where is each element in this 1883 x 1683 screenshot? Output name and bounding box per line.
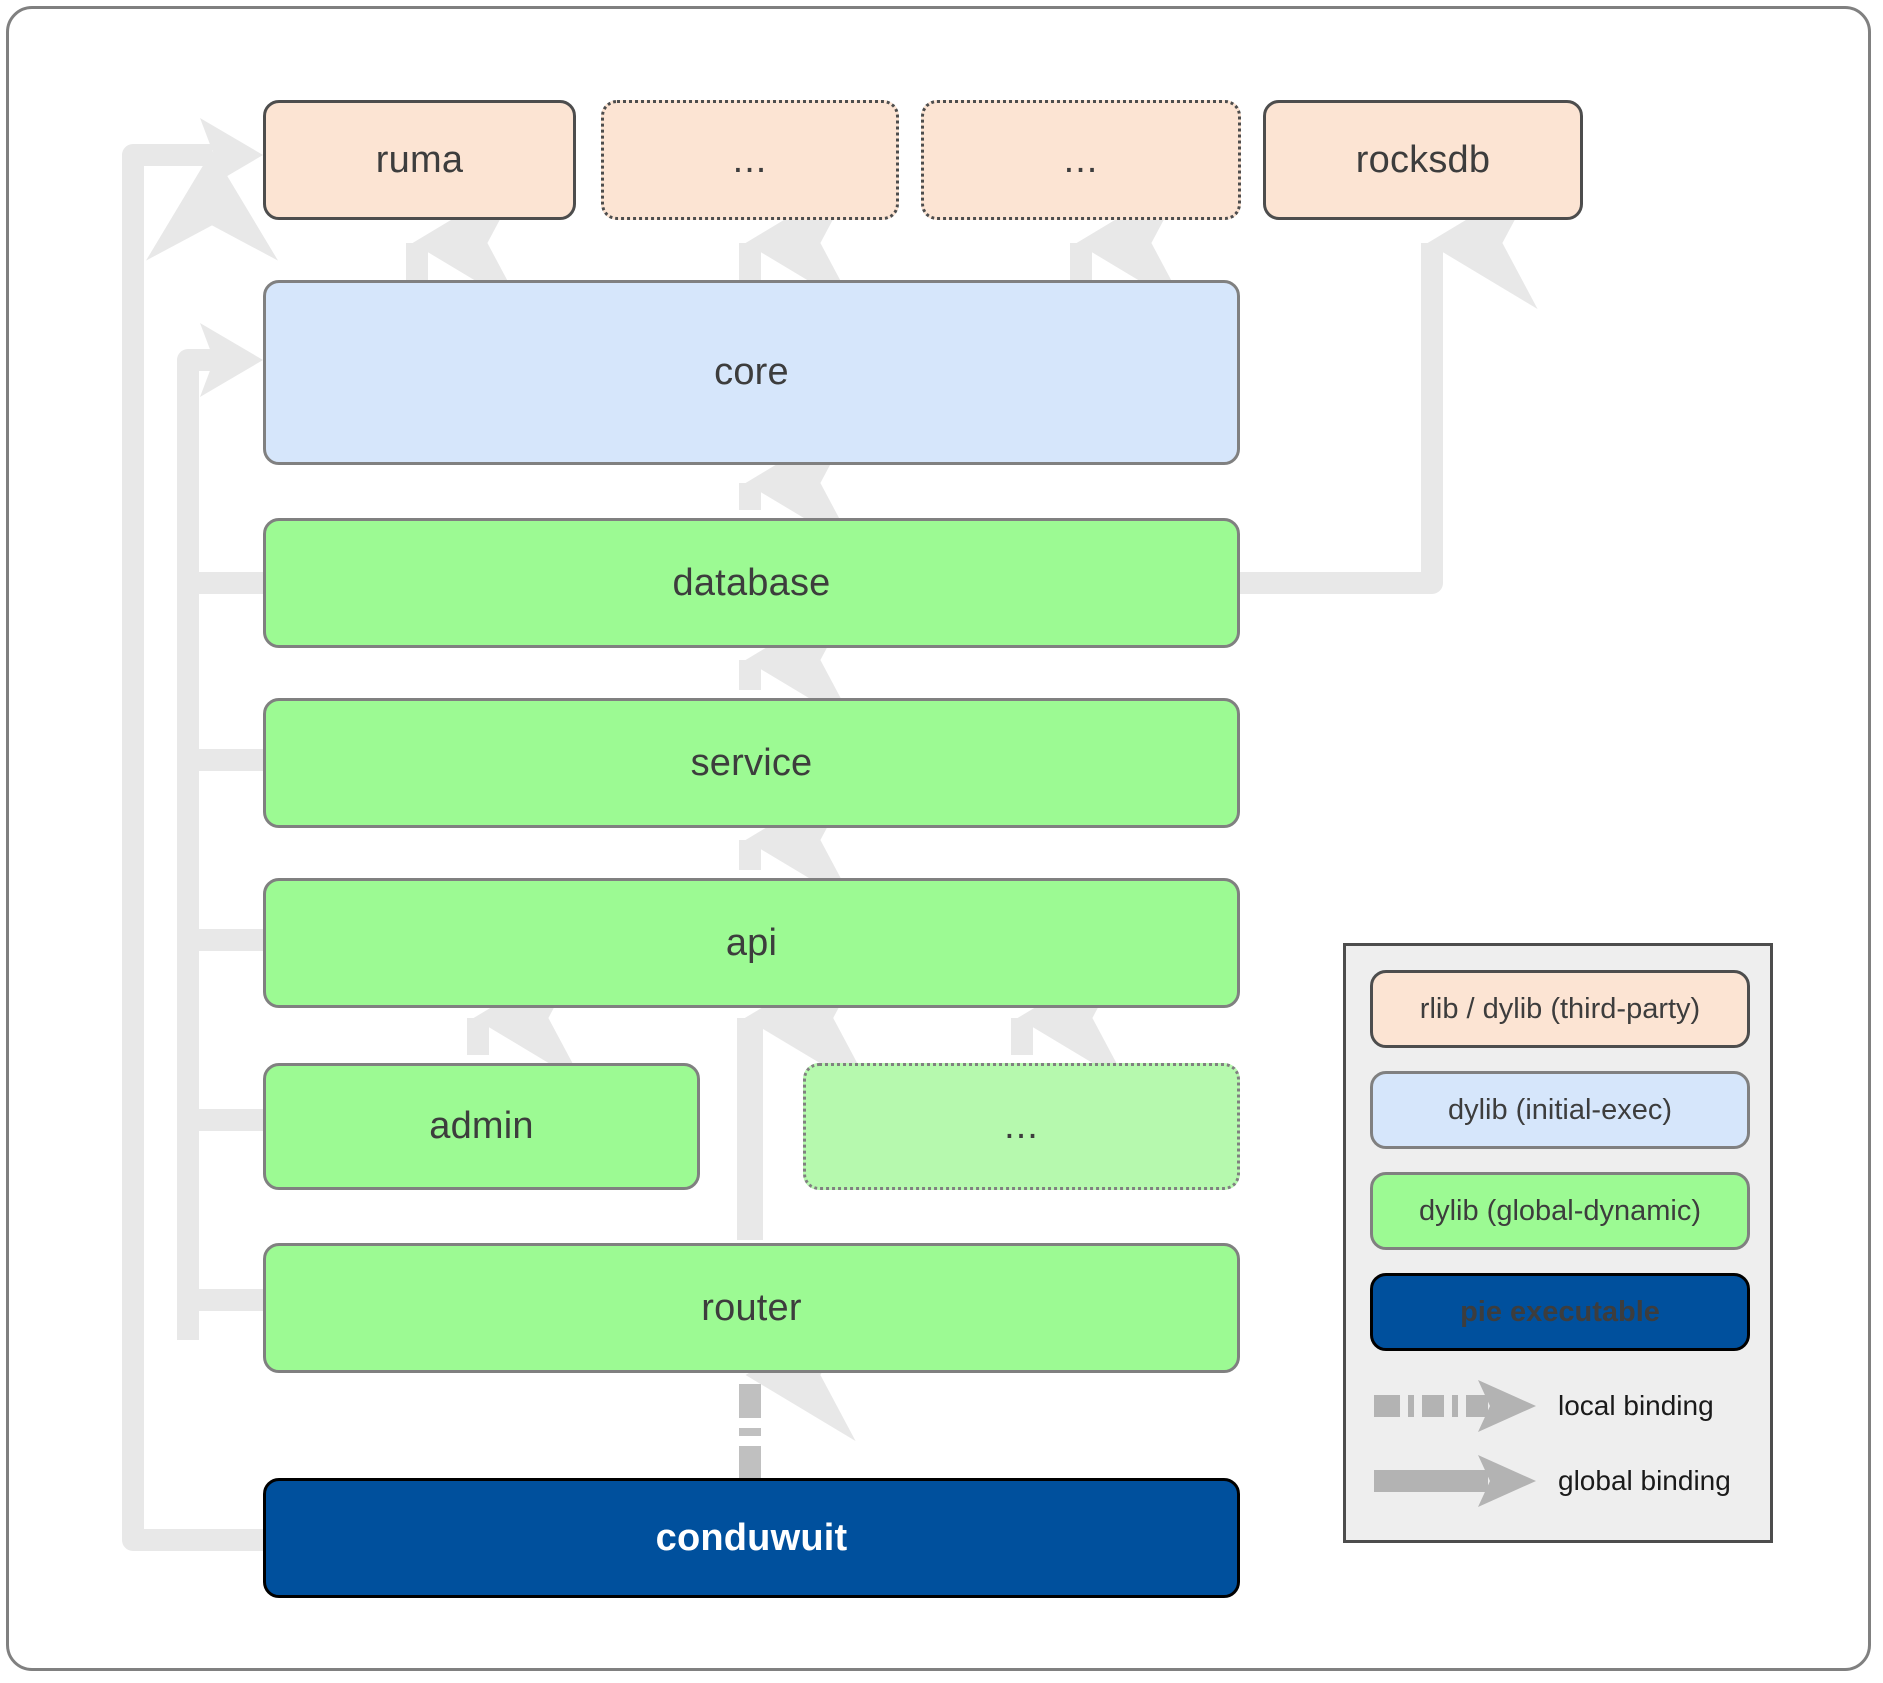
legend-swatch-pie-executable: pie executable	[1370, 1273, 1750, 1351]
legend-swatch-label: dylib (initial-exec)	[1447, 1093, 1672, 1126]
legend-swatch-label: rlib / dylib (third-party)	[1419, 992, 1701, 1025]
node-label: router	[701, 1286, 802, 1329]
node-label: database	[672, 561, 831, 604]
node-label: service	[690, 741, 813, 784]
node-router[interactable]: router	[263, 1243, 1240, 1373]
legend-swatch-label: dylib (global-dynamic)	[1418, 1194, 1702, 1227]
node-admin[interactable]: admin	[263, 1063, 700, 1190]
legend-panel: rlib / dylib (third-party) dylib (initia…	[1343, 943, 1773, 1543]
global-binding-arrow-icon	[1370, 1451, 1540, 1511]
node-service[interactable]: service	[263, 698, 1240, 828]
legend-row-global-binding: global binding	[1370, 1451, 1760, 1511]
node-label: core	[714, 351, 789, 393]
legend-label-local-binding: local binding	[1558, 1390, 1714, 1421]
node-database[interactable]: database	[263, 518, 1240, 648]
node-core[interactable]: core	[263, 280, 1240, 465]
node-label: ...	[1004, 1105, 1039, 1147]
node-dots-top-2[interactable]: ...	[921, 100, 1241, 220]
node-conduwuit[interactable]: conduwuit	[263, 1478, 1240, 1598]
node-ruma[interactable]: ruma	[263, 100, 576, 220]
legend-row-local-binding: local binding	[1370, 1376, 1760, 1436]
legend-swatch-third-party: rlib / dylib (third-party)	[1370, 970, 1750, 1048]
legend-swatch-global-dynamic: dylib (global-dynamic)	[1370, 1172, 1750, 1250]
node-label: ruma	[375, 138, 464, 181]
legend-label-global-binding: global binding	[1558, 1465, 1731, 1496]
node-label: admin	[429, 1105, 534, 1147]
node-dots-mid[interactable]: ...	[803, 1063, 1240, 1190]
node-label: api	[725, 921, 778, 964]
node-label: ...	[732, 138, 768, 181]
local-binding-arrow-icon	[1370, 1376, 1540, 1436]
node-label: rocksdb	[1355, 138, 1491, 181]
node-rocksdb[interactable]: rocksdb	[1263, 100, 1583, 220]
node-api[interactable]: api	[263, 878, 1240, 1008]
node-label: conduwuit	[655, 1516, 848, 1559]
legend-swatch-label: pie executable	[1460, 1295, 1660, 1328]
node-dots-top-1[interactable]: ...	[601, 100, 899, 220]
node-label: ...	[1063, 138, 1099, 181]
legend-swatch-initial-exec: dylib (initial-exec)	[1370, 1071, 1750, 1149]
